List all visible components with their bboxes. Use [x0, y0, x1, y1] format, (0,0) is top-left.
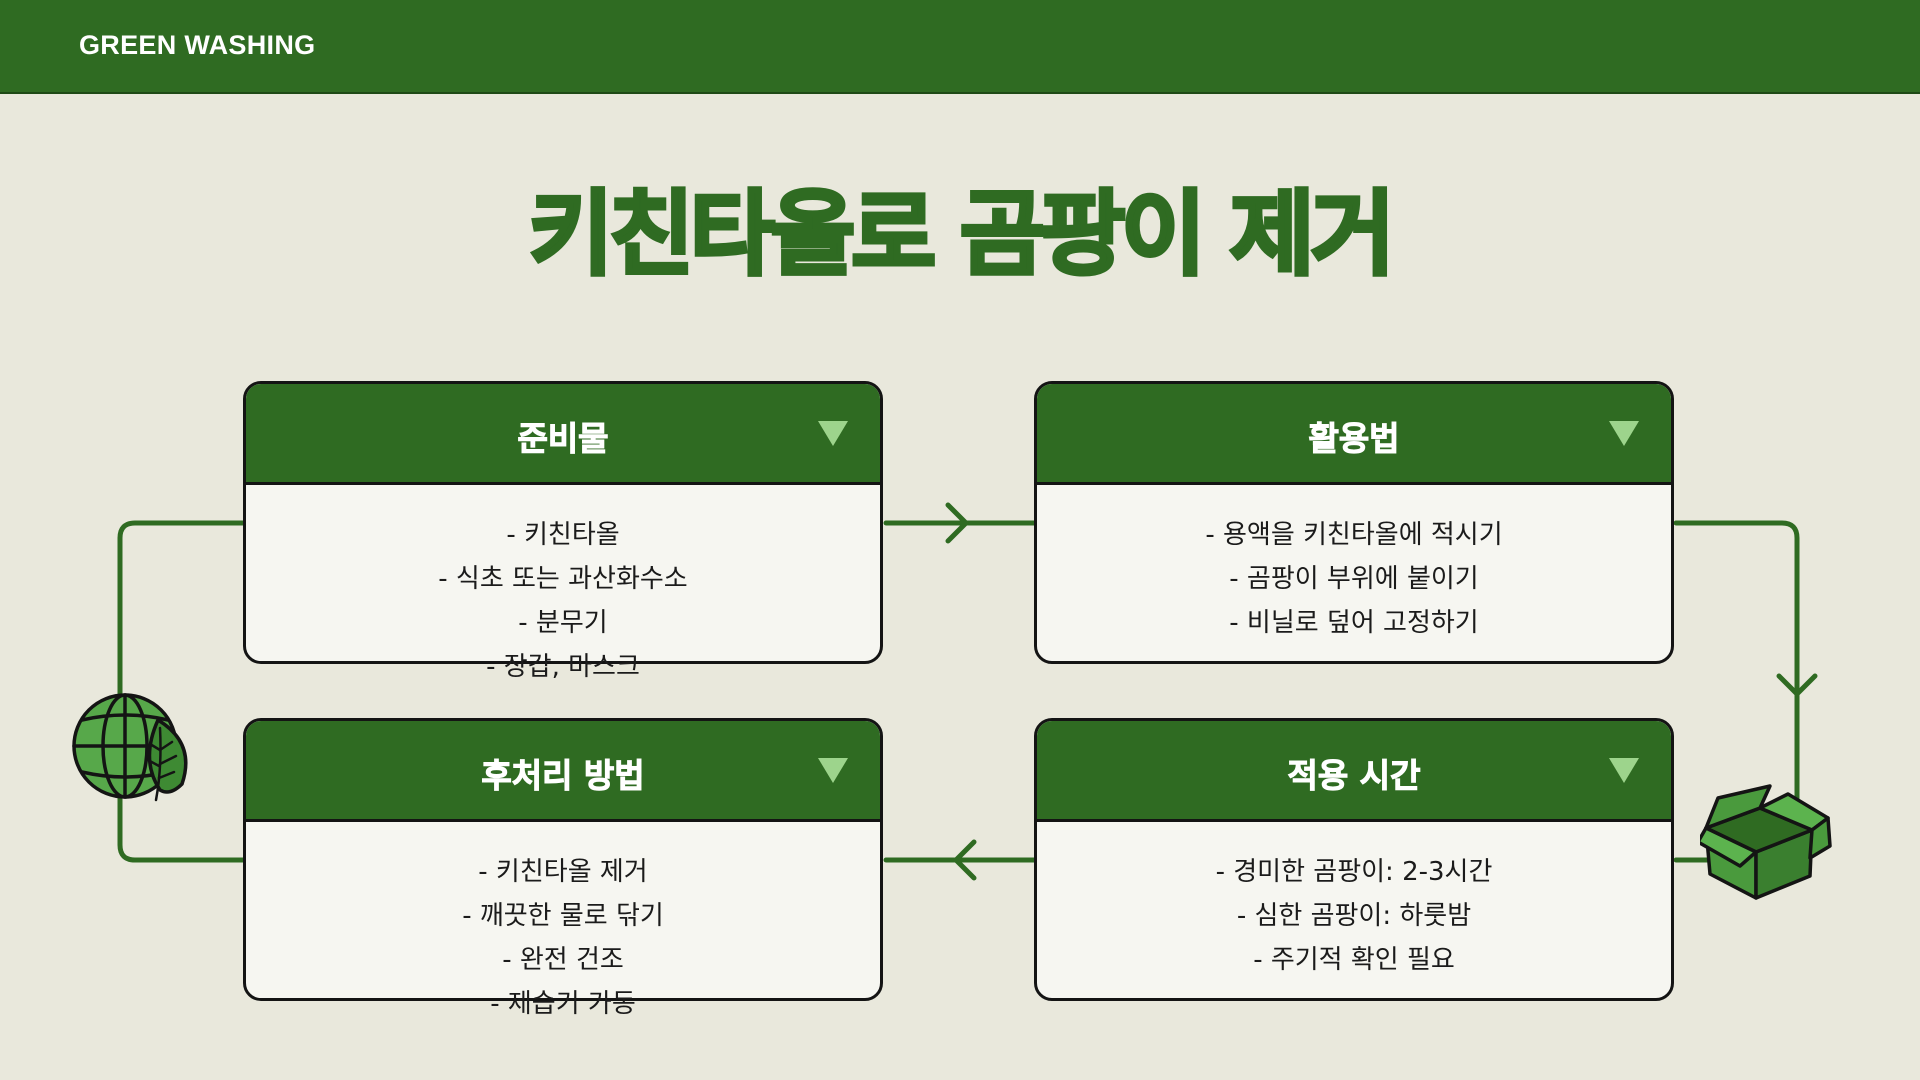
list-item: - 곰팡이 부위에 붙이기	[1229, 564, 1479, 594]
list-item: - 용액을 키친타올에 적시기	[1205, 520, 1503, 550]
list-item: - 분무기	[518, 608, 608, 638]
list-item: - 주기적 확인 필요	[1253, 945, 1455, 975]
card-body: - 키친타올 제거 - 깨끗한 물로 닦기 - 완전 건조 - 제습기 가동	[246, 822, 880, 1026]
card-body: - 키친타올 - 식초 또는 과산화수소 - 분무기 - 장갑, 마스크	[246, 485, 880, 689]
card-duration: 적용 시간 - 경미한 곰팡이: 2-3시간 - 심한 곰팡이: 하룻밤 - 주…	[1034, 718, 1674, 1001]
list-item: - 비닐로 덮어 고정하기	[1229, 608, 1479, 638]
card-title: 준비물	[517, 419, 609, 459]
card-body: - 용액을 키친타올에 적시기 - 곰팡이 부위에 붙이기 - 비닐로 덮어 고…	[1037, 485, 1671, 645]
list-item: - 식초 또는 과산화수소	[438, 564, 688, 594]
card-header: 적용 시간	[1037, 721, 1671, 822]
list-item: - 키친타올 제거	[478, 857, 648, 887]
page-title: 키친타올로 곰팡이 제거	[527, 179, 1397, 290]
card-preparation: 준비물 - 키친타올 - 식초 또는 과산화수소 - 분무기 - 장갑, 마스크	[243, 381, 883, 682]
card-header: 후처리 방법	[246, 721, 880, 822]
card-body: - 경미한 곰팡이: 2-3시간 - 심한 곰팡이: 하룻밤 - 주기적 확인 …	[1037, 822, 1671, 982]
arrow-left-icon	[953, 839, 977, 881]
list-item: - 장갑, 마스크	[486, 652, 640, 682]
brand-label: GREEN WASHING	[79, 30, 316, 60]
list-item: - 심한 곰팡이: 하룻밤	[1236, 901, 1472, 931]
triangle-down-icon[interactable]	[816, 755, 850, 785]
card-header: 활용법	[1037, 384, 1671, 485]
card-aftercare: 후처리 방법 - 키친타올 제거 - 깨끗한 물로 닦기 - 완전 건조 - 제…	[243, 718, 883, 1019]
triangle-down-icon[interactable]	[1607, 418, 1641, 448]
list-item: - 경미한 곰팡이: 2-3시간	[1215, 857, 1493, 887]
top-bar: GREEN WASHING	[0, 0, 1920, 94]
triangle-down-icon[interactable]	[816, 418, 850, 448]
card-title: 후처리 방법	[481, 756, 645, 796]
card-usage: 활용법 - 용액을 키친타올에 적시기 - 곰팡이 부위에 붙이기 - 비닐로 …	[1034, 381, 1674, 664]
arrow-right-icon	[945, 502, 969, 544]
connector-line-2-4	[1673, 520, 1800, 803]
card-title: 적용 시간	[1287, 756, 1421, 796]
open-box-icon	[1700, 784, 1832, 900]
list-item: - 완전 건조	[502, 945, 624, 975]
triangle-down-icon[interactable]	[1607, 755, 1641, 785]
list-item: - 키친타올	[506, 520, 620, 550]
list-item: - 제습기 가동	[490, 989, 636, 1019]
list-item: - 깨끗한 물로 닦기	[462, 901, 664, 931]
arrow-down-icon	[1776, 673, 1818, 697]
card-header: 준비물	[246, 384, 880, 485]
globe-leaf-icon	[72, 693, 188, 802]
card-title: 활용법	[1308, 419, 1400, 459]
connector-line-3-1	[117, 520, 246, 863]
